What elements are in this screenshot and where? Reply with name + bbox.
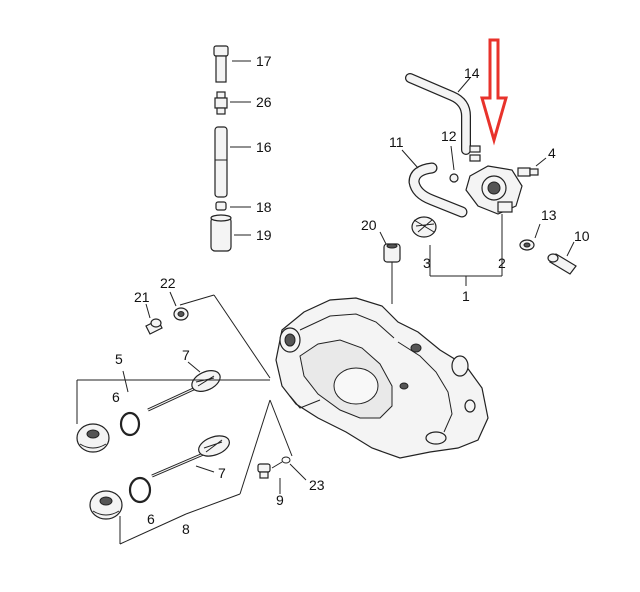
part-5-tank-cap <box>76 423 110 453</box>
callout-11: 11 <box>389 134 404 150</box>
part-12-small-fittings <box>449 145 481 183</box>
part-11-hose <box>408 162 468 218</box>
callout-7a: 7 <box>182 347 190 363</box>
part-3-worm <box>411 216 437 238</box>
callout-18: 18 <box>256 199 272 215</box>
part-23-washer <box>281 456 291 464</box>
callout-4: 4 <box>548 145 556 161</box>
callout-17: 17 <box>256 53 272 69</box>
part-17-fitting <box>213 45 229 83</box>
part-22-bushing <box>173 307 189 321</box>
part-13-washer <box>519 239 535 251</box>
part-26-connector <box>214 91 228 115</box>
callout-2: 2 <box>498 255 506 271</box>
callout-9: 9 <box>276 492 284 508</box>
part-18-washer <box>215 201 227 211</box>
callout-19: 19 <box>256 227 272 243</box>
part-6-oring-upper <box>119 411 141 437</box>
part-8-tank-cap-assembly <box>89 490 123 520</box>
callout-20: 20 <box>361 217 377 233</box>
callout-13: 13 <box>541 207 557 223</box>
callout-16: 16 <box>256 139 272 155</box>
callout-21: 21 <box>134 289 150 305</box>
callout-5: 5 <box>115 351 123 367</box>
highlight-arrow <box>480 38 508 146</box>
part-6-oring-lower <box>128 476 152 504</box>
part-14-hose <box>405 73 471 155</box>
callout-3: 3 <box>423 255 431 271</box>
callout-1: 1 <box>462 288 470 304</box>
part-19-filter <box>210 214 232 252</box>
part-20-bushing <box>383 243 401 263</box>
callout-10: 10 <box>574 228 590 244</box>
callout-14: 14 <box>464 65 480 81</box>
callout-26: 26 <box>256 94 272 110</box>
crankcase-housing <box>275 297 489 459</box>
callout-7b: 7 <box>218 465 226 481</box>
callout-22: 22 <box>160 275 176 291</box>
callout-12: 12 <box>441 128 457 144</box>
callout-6a: 6 <box>112 389 120 405</box>
part-7-strainer-lower <box>151 435 230 478</box>
part-2-oil-pump <box>465 165 523 215</box>
part-10-pin <box>547 253 577 275</box>
part-4-bolt <box>517 167 539 177</box>
part-16-tube <box>214 126 228 198</box>
part-9-screw <box>257 463 271 479</box>
part-21-plug <box>145 318 163 335</box>
callout-8: 8 <box>182 521 190 537</box>
part-7-strainer-upper <box>147 370 221 412</box>
callout-23: 23 <box>309 477 325 493</box>
callout-6b: 6 <box>147 511 155 527</box>
